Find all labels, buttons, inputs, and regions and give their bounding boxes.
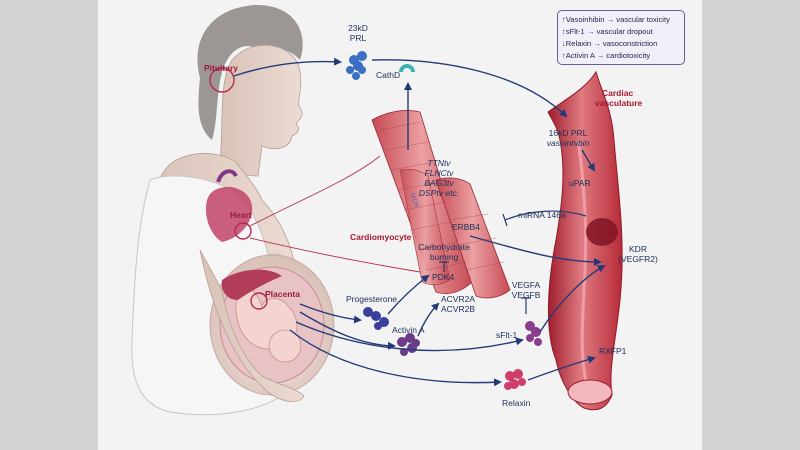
label-relaxin: Relaxin — [502, 398, 531, 408]
label-pdk4: PDK4 — [432, 272, 455, 282]
arrow-placenta-to-relaxin — [289, 329, 502, 387]
label-carb-1: Carbohydrate — [418, 242, 470, 252]
label-vegfb: VEGFB — [511, 290, 541, 300]
label-carb-2: burning — [429, 252, 459, 262]
label-erbb4: ERBB4 — [452, 222, 480, 232]
label-pituitary: Pituitary — [204, 63, 239, 73]
inhibit-vegf-sflt1 — [521, 297, 531, 314]
fetal-head — [268, 329, 302, 363]
connector-heart-to-myocyte-top — [249, 155, 381, 227]
arrow-progesterone-to-pdk4 — [387, 274, 430, 315]
legend-item-relaxin: ↓Relaxin → vasoconstriction — [562, 39, 658, 48]
illustration-panel: ↑Vasoinhibin → vascular toxicity ↑sFlt-1… — [98, 0, 702, 450]
label-vasoinhibin: vasoinhibin — [546, 138, 590, 148]
cardiomyocyte-fiber-2 — [435, 177, 511, 299]
arrow-pituitary-to-prl — [233, 57, 342, 77]
arm — [199, 249, 305, 402]
label-acvr2b: ACVR2B — [441, 304, 476, 314]
arrow-prl-to-vessel — [371, 59, 568, 118]
cathd-enzyme — [399, 64, 415, 72]
pituitary-circle — [209, 67, 235, 93]
progesterone-molecule — [363, 307, 389, 330]
label-progesterone: Progesterone — [346, 294, 398, 304]
label-activin: Activin A — [392, 325, 425, 335]
legend-item-activin: ↑Activin A → cardiotoxicity — [562, 51, 651, 60]
label-prl-size: 23kD — [348, 23, 368, 33]
legend-item-vasoinhibin: ↑Vasoinhibin → vascular toxicity — [562, 15, 670, 24]
kdr-site — [586, 218, 618, 246]
label-ttntv: TTNtv — [427, 158, 451, 168]
diagram-artwork — [131, 4, 623, 416]
sflt1-molecule — [525, 321, 542, 346]
heart-vessel — [216, 169, 238, 183]
relaxin-molecule — [504, 369, 526, 390]
label-dsptv: DSPtv etc. — [418, 188, 460, 198]
label-upar: uPAR — [569, 178, 591, 188]
label-flnctv: FLNCtv — [424, 168, 454, 178]
label-vegfr2: (VEGFR2) — [618, 254, 658, 264]
activin-molecule — [397, 333, 420, 356]
arrow-placenta-to-activin — [299, 311, 396, 350]
label-mirna: miRNA 146a — [518, 210, 566, 220]
label-acvr2a: ACVR2A — [441, 294, 476, 304]
inhibit-pdk4-carb — [439, 261, 449, 272]
label-sflt1: sFlt-1 — [496, 330, 518, 340]
vessel-opening — [567, 379, 613, 405]
arrow-sflt1-to-kdr — [539, 265, 606, 333]
label-cardiac: Cardiac — [602, 88, 634, 98]
label-kdr: KDR — [629, 244, 647, 254]
hair — [197, 4, 303, 140]
label-cathd: CathD — [376, 70, 401, 80]
arrow-carb-to-vessel — [469, 235, 602, 266]
inhibit-mirna-erbb4 — [502, 210, 587, 227]
legend-item-sflt1: ↑sFlt-1 → vascular dropout — [562, 27, 653, 36]
label-vasculature: vasculature — [595, 98, 643, 108]
arrow-placenta-to-sflt1 — [295, 321, 524, 352]
vessel-highlight — [576, 139, 590, 391]
label-rxfp1: RXFP1 — [599, 346, 627, 356]
placenta-circle — [250, 292, 268, 310]
label-heart: Heart — [230, 210, 252, 220]
label-vegfa: VEGFA — [511, 280, 541, 290]
arrow-placenta-to-progesterone — [299, 303, 362, 324]
heart-organ — [206, 186, 253, 242]
arrow-vasoinhibin-to-upar — [581, 149, 596, 172]
connector-heart-to-myocyte-bottom — [249, 237, 421, 273]
arrow-activin-to-acvr — [417, 302, 440, 337]
prl-23kd-protein — [346, 51, 367, 80]
label-placenta: Placenta — [265, 289, 300, 299]
sarcomere-striations — [379, 121, 505, 271]
label-bag3tv: BAG3tv — [424, 178, 454, 188]
summary-legend: ↑Vasoinhibin → vascular toxicity ↑sFlt-1… — [557, 10, 685, 65]
heart-circle — [234, 222, 252, 240]
label-16kd-prl: 16kD PRL — [548, 128, 588, 138]
arrow-relaxin-to-rxfp1 — [527, 355, 596, 381]
label-cardiomyocyte: Cardiomyocyte — [350, 232, 412, 242]
label-prl-name: PRL — [349, 33, 367, 43]
placenta-shape — [221, 269, 282, 300]
